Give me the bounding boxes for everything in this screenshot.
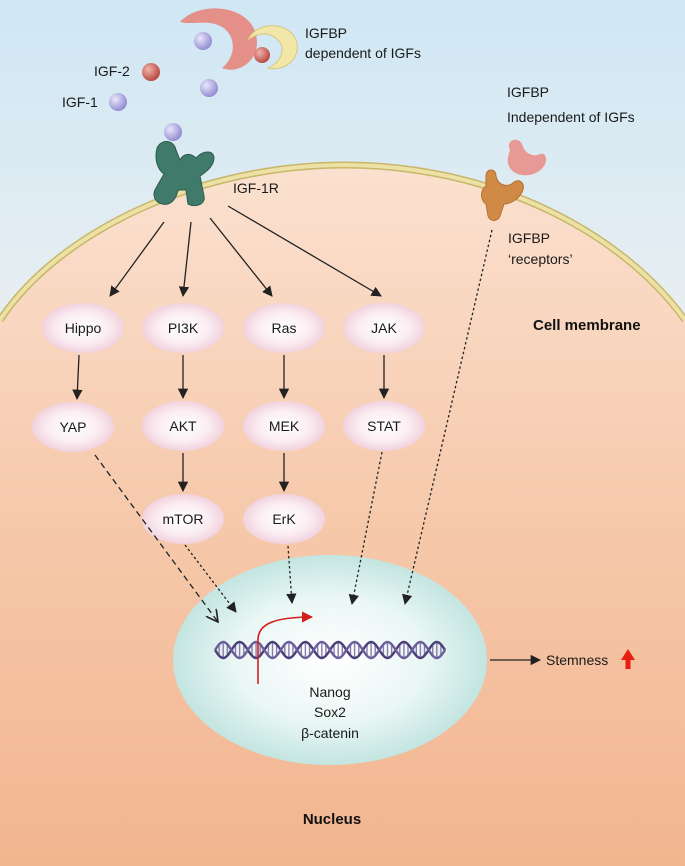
arrow-to-jak	[227, 205, 382, 297]
node-mek-label: MEK	[269, 418, 300, 434]
igf1-label: IGF-1	[62, 94, 98, 110]
dna-helix	[214, 640, 447, 660]
gene-beta-catenin: β-catenin	[301, 725, 359, 741]
node-akt-label: AKT	[169, 418, 197, 434]
nuclear-translocation-arrows	[94, 229, 493, 622]
node-yap: YAP	[32, 402, 114, 452]
node-hippo-label: Hippo	[65, 320, 102, 336]
dna-strand	[214, 640, 447, 660]
igf2-molecule	[142, 63, 160, 81]
transcription-arrow	[257, 611, 314, 684]
igfbp-receptor-icon	[481, 169, 524, 221]
node-stat: STAT	[343, 401, 425, 451]
node-mtor-label: mTOR	[163, 511, 204, 527]
gene-sox2: Sox2	[314, 704, 346, 720]
nucleus	[173, 555, 487, 765]
node-mek: MEK	[243, 401, 325, 451]
node-pi3k-label: PI3K	[168, 320, 199, 336]
stemness-label: Stemness	[546, 652, 608, 668]
igfbp-receptor-label-1: IGFBP	[508, 230, 550, 246]
up-arrow-icon	[621, 649, 635, 669]
node-mtor: mTOR	[142, 494, 224, 544]
node-akt: AKT	[142, 401, 224, 451]
node-hippo: Hippo	[42, 303, 124, 353]
node-ras-label: Ras	[272, 320, 297, 336]
node-jak: JAK	[343, 303, 425, 353]
igfbp-dependent-group	[180, 8, 298, 70]
gene-nanog: Nanog	[309, 684, 350, 700]
igfbp-independent-label-1: IGFBP	[507, 84, 549, 100]
receptor-arrows	[109, 205, 382, 298]
igfbp-crescent-small	[246, 25, 298, 70]
igf1-molecule	[194, 32, 212, 50]
igfbp-independent-icon	[507, 139, 547, 176]
igf1r-receptor-icon	[153, 123, 215, 207]
node-erk: ErK	[243, 494, 325, 544]
arrow-to-pi3k	[178, 221, 192, 298]
cell-membrane-label: Cell membrane	[533, 317, 641, 334]
pathway-arrows	[72, 354, 390, 493]
igf1-molecule	[109, 93, 127, 111]
arrow-to-hippo	[109, 221, 165, 297]
nucleus-label: Nucleus	[303, 811, 361, 828]
igfbp-independent-label-2: Independent of IGFs	[507, 109, 635, 125]
node-erk-label: ErK	[272, 511, 296, 527]
pathway-nodes: Hippo YAP PI3K AKT mTOR Ras MEK ErK	[32, 303, 425, 544]
igf2-label: IGF-2	[94, 63, 130, 79]
igf1-molecule	[200, 79, 218, 97]
arrow-stat-nucleus	[348, 451, 383, 606]
node-jak-label: JAK	[371, 320, 397, 336]
igfbp-dependent-label-2: dependent of IGFs	[305, 45, 421, 61]
node-yap-label: YAP	[60, 419, 87, 435]
node-pi3k: PI3K	[142, 303, 224, 353]
node-stat-label: STAT	[367, 418, 401, 434]
arrow-hippo-yap	[72, 354, 83, 401]
igf1r-label: IGF-1R	[233, 180, 279, 196]
igfbp-receptor-label-2: ‘receptors’	[508, 251, 573, 267]
arrow-yap-nucleus	[94, 454, 218, 622]
arrow-to-ras	[209, 217, 273, 297]
igf2-molecule	[254, 47, 270, 63]
node-ras: Ras	[243, 303, 325, 353]
arrow-igfbp-receptor-nucleus	[402, 229, 493, 606]
igf1-bound-molecule	[164, 123, 182, 141]
igfbp-crescent-large	[180, 8, 257, 70]
igfbp-dependent-label-1: IGFBP	[305, 25, 347, 41]
arrow-mtor-nucleus	[184, 544, 237, 613]
